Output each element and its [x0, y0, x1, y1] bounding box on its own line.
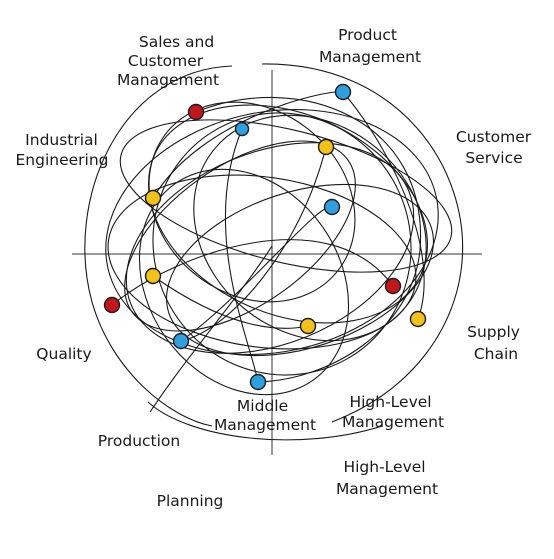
loop-9 [125, 142, 415, 354]
node-blue[interactable] [249, 373, 267, 391]
curve-c [111, 239, 394, 306]
production-pointer [149, 245, 273, 413]
outer-arc-right [261, 63, 464, 423]
label-supply-chain: Supply Chain [467, 323, 525, 363]
label-sales-customer-management: Sales and Customer Management [117, 33, 219, 89]
node-yellow[interactable] [317, 138, 335, 156]
label-high-level-management-2: High-Level Management [336, 458, 438, 498]
node-red[interactable] [103, 296, 121, 314]
outer-arc-left [84, 65, 233, 427]
node-blue[interactable] [334, 83, 352, 101]
outer-arc-bottom [147, 401, 383, 441]
loop-1 [105, 108, 439, 356]
curve-f [224, 128, 259, 383]
node-blue[interactable] [234, 121, 250, 137]
node-yellow[interactable] [144, 189, 162, 207]
label-industrial-engineering: Industrial Engineering [16, 131, 109, 169]
loop-4 [152, 112, 412, 376]
label-planning: Planning [157, 492, 224, 510]
node-red[interactable] [187, 103, 205, 121]
label-quality: Quality [36, 345, 91, 363]
label-high-level-management: High-Level Management [342, 393, 444, 431]
curve-g [180, 146, 327, 342]
label-customer-service: Customer Service [456, 128, 536, 167]
node-yellow[interactable] [409, 310, 427, 328]
loop-6 [166, 183, 434, 357]
node-blue[interactable] [172, 332, 190, 350]
loop-3 [107, 174, 417, 350]
loop-10 [193, 114, 427, 342]
label-middle-management: Middle Management [214, 397, 316, 434]
node-yellow[interactable] [144, 267, 162, 285]
curve-a [195, 97, 422, 383]
loop-11 [124, 140, 356, 332]
label-product-management: Product Management [319, 26, 421, 66]
loop-7 [138, 168, 350, 396]
curve-e [152, 275, 309, 329]
node-red[interactable] [384, 277, 402, 295]
loop-5 [148, 101, 356, 303]
node-yellow[interactable] [299, 317, 317, 335]
label-production: Production [98, 432, 180, 450]
curve-h [342, 91, 425, 320]
curve-b [152, 91, 344, 199]
node-blue[interactable] [323, 198, 341, 216]
